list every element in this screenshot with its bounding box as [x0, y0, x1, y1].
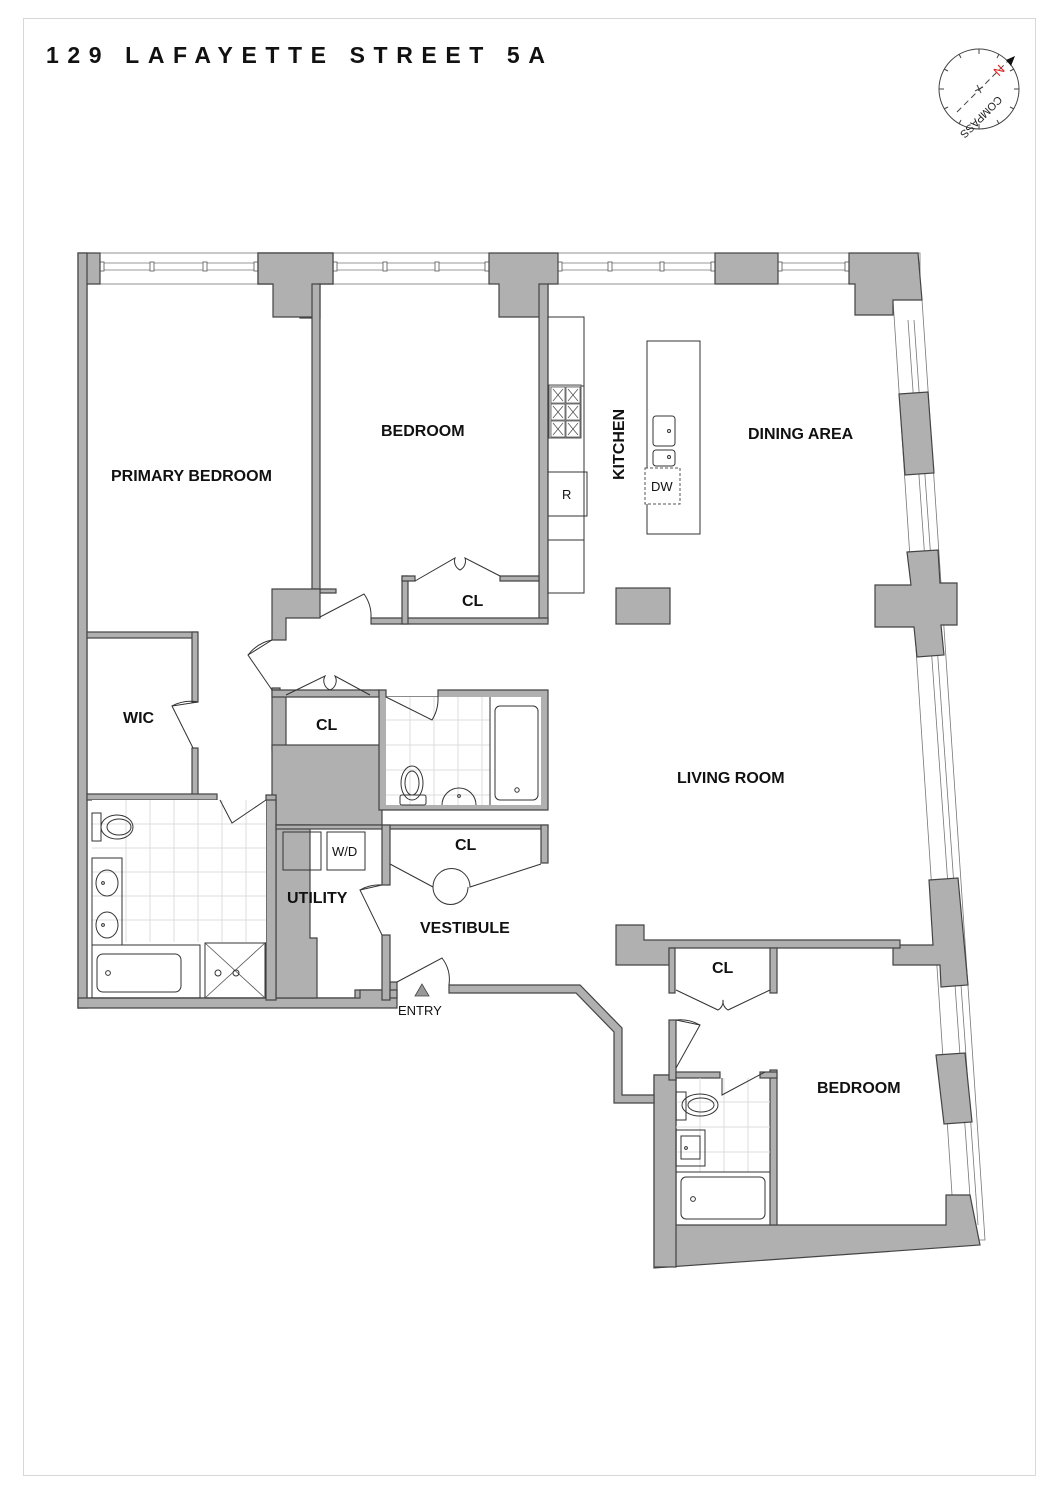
entry-arrow-icon	[414, 983, 430, 997]
primary-bath-tiles	[91, 800, 266, 999]
label-closet-4: CL	[712, 960, 734, 977]
label-vestibule: VESTIBULE	[420, 920, 510, 937]
label-closet-3: CL	[455, 837, 477, 854]
label-bedroom-2: BEDROOM	[817, 1080, 901, 1097]
label-kitchen: KITCHEN	[611, 409, 628, 480]
label-closet-1: CL	[462, 593, 484, 610]
washer-dryer: W/D	[282, 831, 366, 871]
shower-icon	[204, 942, 266, 999]
label-utility: UTILITY	[287, 890, 348, 907]
label-living-room: LIVING ROOM	[677, 770, 785, 787]
kitchen-counter: R	[547, 316, 588, 594]
kitchen-island: DW	[644, 340, 701, 535]
label-closet-2: CL	[316, 717, 338, 734]
page-frame	[23, 18, 1036, 1476]
svg-text:R: R	[562, 487, 571, 502]
dishwasher-label: DW	[651, 479, 673, 494]
entry-label: ENTRY	[398, 1003, 442, 1018]
refrigerator-icon: R	[547, 471, 588, 517]
bedroom2-bath	[675, 1078, 770, 1220]
label-wic: WIC	[123, 710, 155, 727]
walls	[77, 252, 981, 1269]
entry-marker: ENTRY	[398, 983, 442, 1018]
compass-icon: N COMPASS	[938, 48, 1020, 140]
listing-title: 129 LAFAYETTE STREET 5A	[46, 42, 554, 68]
washer-dryer-label: W/D	[332, 844, 357, 859]
label-bedroom-1: BEDROOM	[381, 423, 465, 440]
stove-icon	[548, 384, 582, 439]
label-primary-bedroom: PRIMARY BEDROOM	[111, 468, 272, 485]
room-labels: PRIMARY BEDROOM BEDROOM KITCHEN DINING A…	[111, 409, 901, 1097]
hall-bath	[386, 697, 539, 806]
doors	[171, 556, 771, 1096]
label-dining-area: DINING AREA	[748, 426, 854, 443]
